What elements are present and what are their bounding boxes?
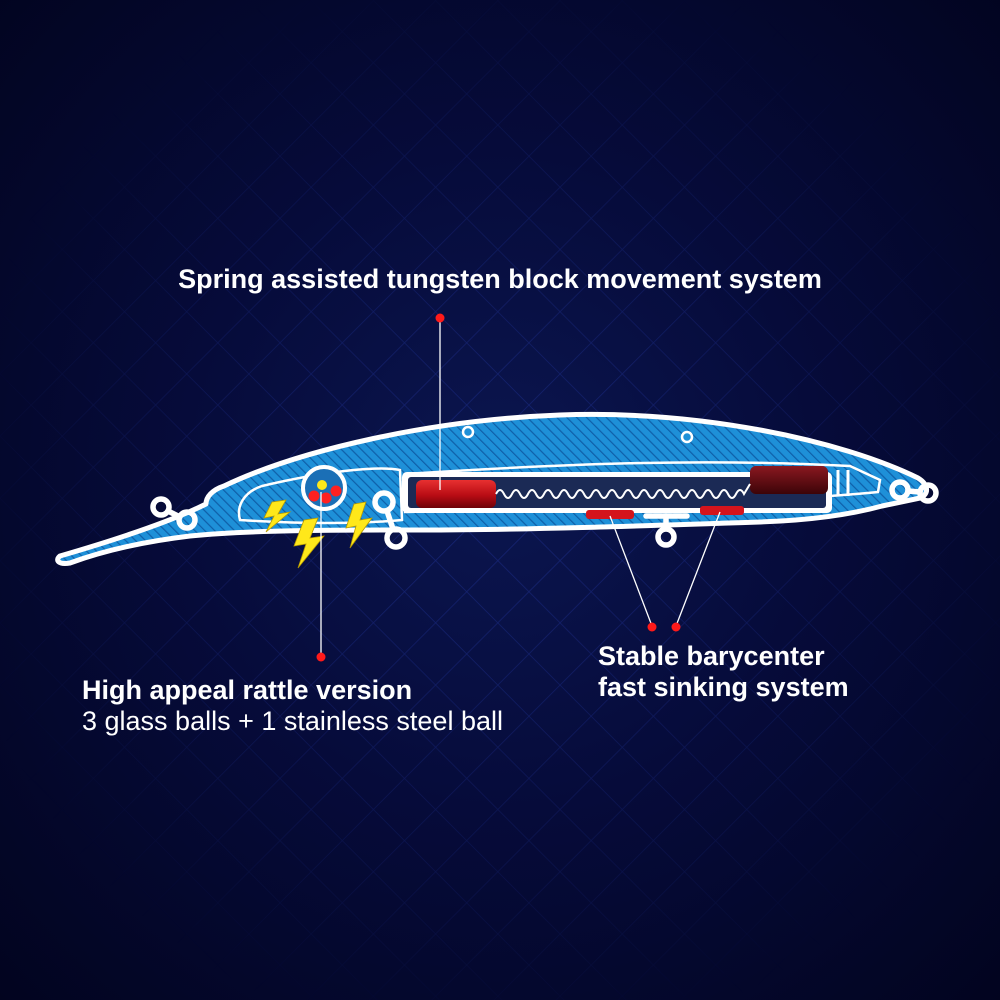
rear-hook-hanger-icon [643, 513, 690, 548]
lightning-icon [263, 499, 292, 533]
callout-line-barycenter-front [609, 515, 653, 627]
top-eyelet-front [461, 425, 475, 439]
front-hook-hanger-icon [372, 490, 408, 550]
glass-ball-icon [308, 490, 320, 502]
rattle-detail-label: 3 glass balls + 1 stainless steel ball [82, 706, 503, 736]
front-line-tie-icon [150, 496, 198, 531]
callout-markers [316, 313, 681, 662]
marker-dot [435, 313, 445, 323]
rattle-title-label: High appeal rattle version [82, 675, 413, 705]
barycenter-label-line1: Stable barycenter [598, 641, 825, 671]
tail-hook-eye-icon [889, 479, 939, 504]
spring-system-label: Spring assisted tungsten block movement … [178, 264, 822, 294]
callout-lines [320, 318, 721, 656]
marker-dot [316, 652, 326, 662]
spring-icon [495, 483, 751, 499]
tungsten-weight-rear [750, 466, 828, 494]
steel-ball-icon [317, 480, 327, 490]
callout-line-barycenter-rear [675, 511, 721, 627]
rattle-sound-lightning-icons [263, 499, 373, 569]
tungsten-weight-front [416, 480, 496, 508]
marker-dot [671, 622, 681, 632]
top-eyelet-rear [680, 430, 694, 444]
glass-ball-icon [330, 485, 342, 497]
weight-transfer-tube [402, 466, 850, 513]
marker-dot [647, 622, 657, 632]
rattle-chamber [301, 465, 347, 511]
fixed-weight-front [586, 510, 634, 519]
lightning-icon [345, 501, 373, 549]
barycenter-label-line2: fast sinking system [598, 672, 849, 702]
glass-ball-icon [320, 492, 332, 504]
lightning-icon [293, 517, 325, 569]
fixed-weight-rear [700, 506, 744, 515]
